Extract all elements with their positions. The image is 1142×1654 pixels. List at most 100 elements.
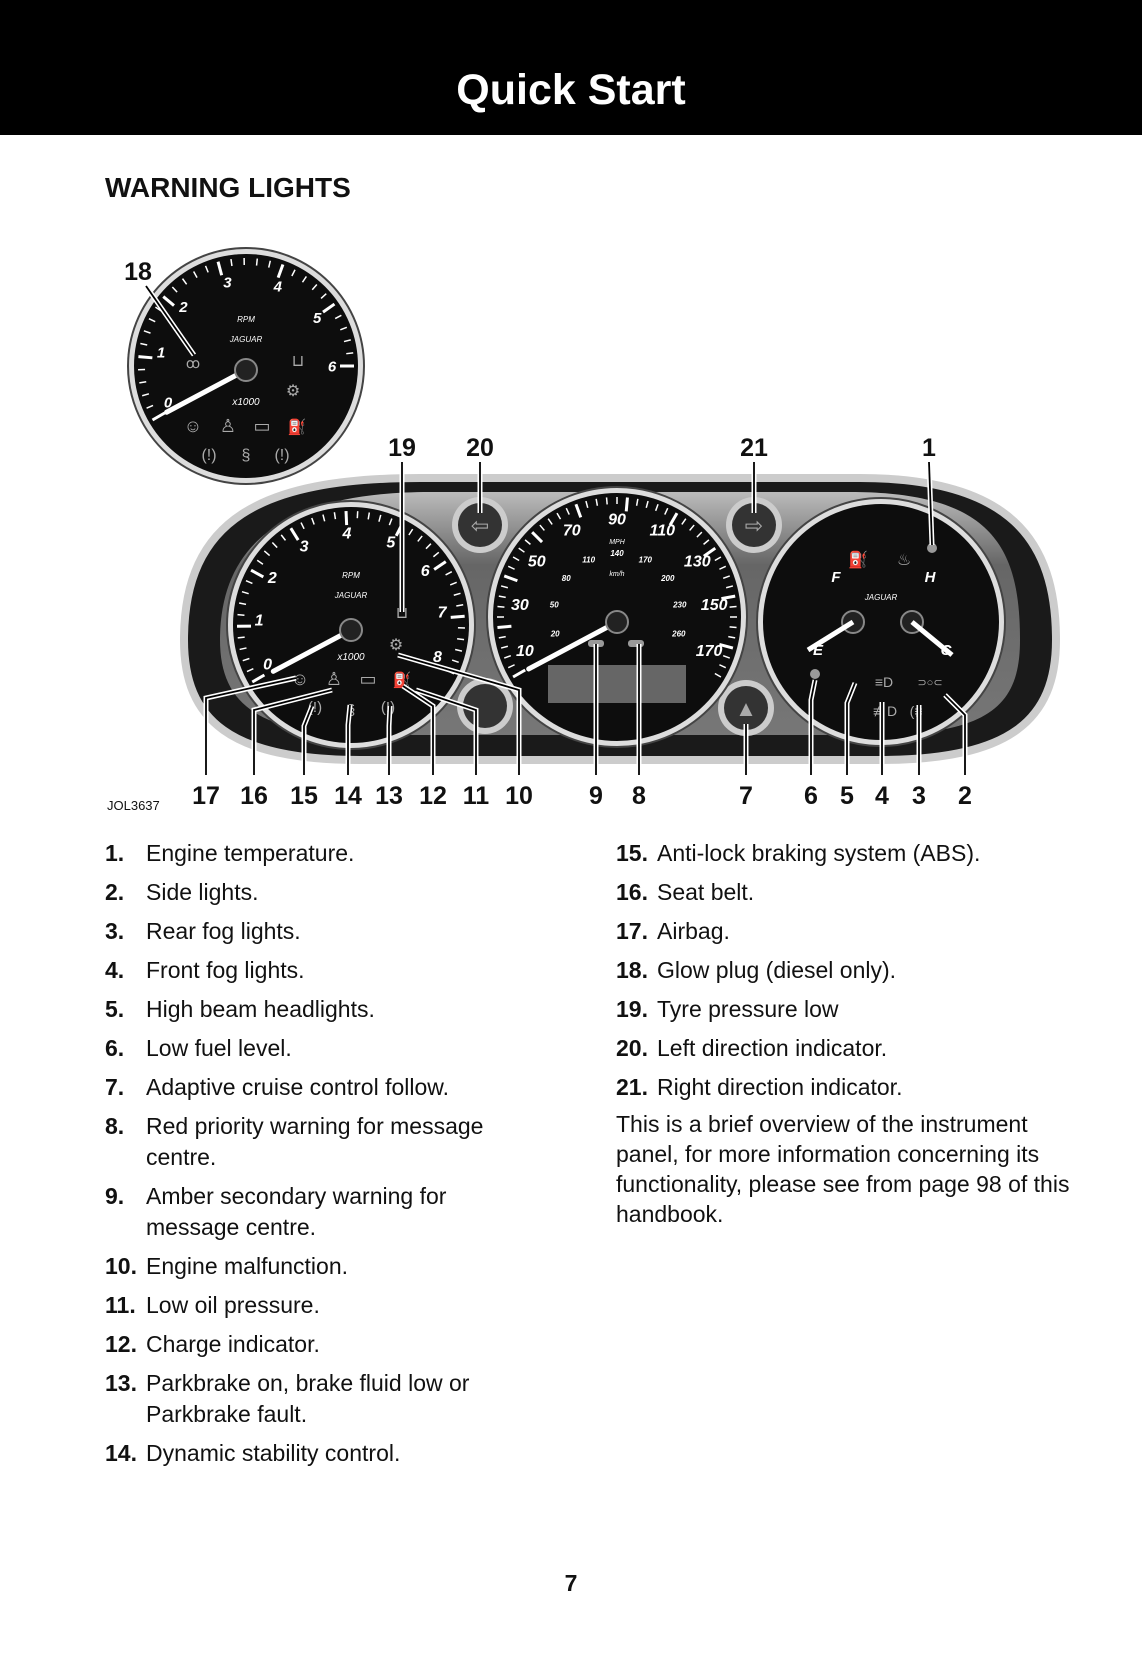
x1000-text: x1000 [231, 397, 260, 408]
high-beam-icon: ≡D [875, 674, 893, 690]
callout-number-17: 17 [192, 782, 220, 810]
speedo-tick [605, 497, 608, 505]
item-text: Parkbrake on, brake fluid low or Parkbra… [146, 1370, 470, 1427]
item-number: 4. [105, 957, 125, 983]
speedo-tick [507, 664, 515, 669]
callout-number-14: 14 [334, 782, 362, 810]
kmh-label: 20 [550, 629, 560, 638]
abs-icon: (!) [274, 447, 289, 464]
warning-item: 12.Charge indicator. [105, 1329, 545, 1360]
tach-tick [333, 512, 337, 520]
tach-label: 4 [342, 526, 352, 543]
fuel-full-label: F [831, 569, 841, 586]
engine-temp-lamp [927, 543, 937, 553]
tach-tick [451, 659, 459, 664]
front-fog-icon: ≢D [873, 703, 897, 719]
kmh-label: 170 [639, 555, 653, 564]
callout-line [253, 689, 333, 775]
speedo-tick [664, 507, 669, 515]
amber-warning-lamp [588, 640, 604, 647]
tach-tick [300, 522, 305, 530]
tach-label: 2 [267, 570, 277, 587]
warning-list-right: 15.Anti-lock braking system (ABS).16.Sea… [616, 838, 1086, 1229]
item-text: Engine malfunction. [146, 1253, 349, 1279]
item-number: 6. [105, 1035, 125, 1061]
speedo-tick [703, 539, 710, 545]
warning-item: 8.Red priority warning for message centr… [105, 1111, 545, 1173]
speedo-tick [539, 524, 545, 531]
temp-cold-label: C [941, 642, 953, 659]
warning-item: 13. Parkbrake on, brake fluid low or Park… [105, 1368, 545, 1430]
tach-tick [425, 543, 432, 550]
item-number: 12. [105, 1331, 137, 1357]
small-tach-tick [140, 342, 148, 346]
warning-item: 4.Front fog lights. [105, 955, 545, 986]
tach-tick [256, 559, 264, 565]
engine-icon: ⚙ [286, 383, 300, 400]
warning-item: 10.Engine malfunction. [105, 1251, 545, 1282]
mph-text: MPH [609, 539, 626, 546]
fuel-icon: ⛽ [848, 550, 868, 569]
speedo-tick [512, 668, 526, 679]
speedo-tick [714, 556, 722, 562]
item-number: 13. [105, 1370, 137, 1396]
warning-item: 16.Seat belt. [616, 877, 1086, 908]
mph-label: 110 [649, 523, 675, 540]
callout-number-4: 4 [875, 782, 889, 810]
item-text: Amber secondary warning for message cent… [146, 1183, 447, 1240]
coolant-icon: ♨ [897, 552, 911, 569]
item-number: 3. [105, 918, 125, 944]
callout-line [846, 682, 856, 775]
item-text: Engine temperature. [146, 840, 355, 866]
tach-label: 6 [421, 563, 430, 580]
mph-label: 30 [511, 597, 529, 614]
small-tach-tick [311, 283, 318, 291]
speedo-tick [624, 497, 629, 512]
speedo-tick [729, 626, 737, 629]
callout-line [944, 694, 966, 775]
item-text: Anti-lock braking system (ABS). [657, 840, 981, 866]
speedo-tick [696, 531, 703, 538]
small-tach-tick [346, 352, 354, 355]
item-text: Tyre pressure low [657, 996, 839, 1022]
callout-line [810, 679, 816, 775]
speedo-needle-hub [605, 610, 629, 634]
callout-number-6: 6 [804, 782, 818, 810]
airbag-icon: ☺ [184, 416, 202, 436]
item-text: Low fuel level. [146, 1035, 292, 1061]
brand-logo-text: JAGUAR [334, 591, 368, 600]
small-tach-tick [267, 260, 272, 268]
item-text: Rear fog lights. [146, 918, 301, 944]
tach-tick [408, 528, 414, 536]
tach-tick [271, 541, 278, 549]
mph-label: 150 [701, 597, 728, 614]
callout-number-2: 2 [958, 782, 972, 810]
kmh-label: 200 [660, 574, 675, 583]
small-tach-tick [255, 258, 259, 266]
tach-tick [251, 673, 266, 684]
red-warning-lamp [628, 640, 644, 647]
small-tach-tick [146, 404, 154, 409]
item-number: 5. [105, 996, 125, 1022]
left-indicator-icon: ⇦ [471, 513, 489, 538]
tach-needle [270, 627, 354, 674]
speedo-tick [503, 654, 512, 659]
speedo-tick [719, 664, 727, 669]
warning-item: 14.Dynamic stability control. [105, 1438, 545, 1469]
item-number: 11. [105, 1292, 136, 1318]
tach-tick [445, 571, 453, 576]
speedo-tick [645, 500, 649, 509]
oil-icon: ⛽ [393, 671, 412, 689]
callout-line [928, 461, 933, 546]
small-tach-tick [139, 381, 147, 384]
small-tach-tick [171, 286, 178, 293]
callout-number-12: 12 [419, 782, 447, 810]
small-tach-tick [216, 261, 224, 276]
tach-tick [250, 568, 265, 579]
speedo-tick [518, 547, 525, 553]
tach-tick [454, 648, 463, 652]
speedo-tick [729, 605, 737, 608]
tach-needle-hub [339, 618, 363, 642]
header-bar: Quick Start [0, 0, 1142, 135]
tyre-pressure-icon: ⊔ [292, 353, 304, 370]
